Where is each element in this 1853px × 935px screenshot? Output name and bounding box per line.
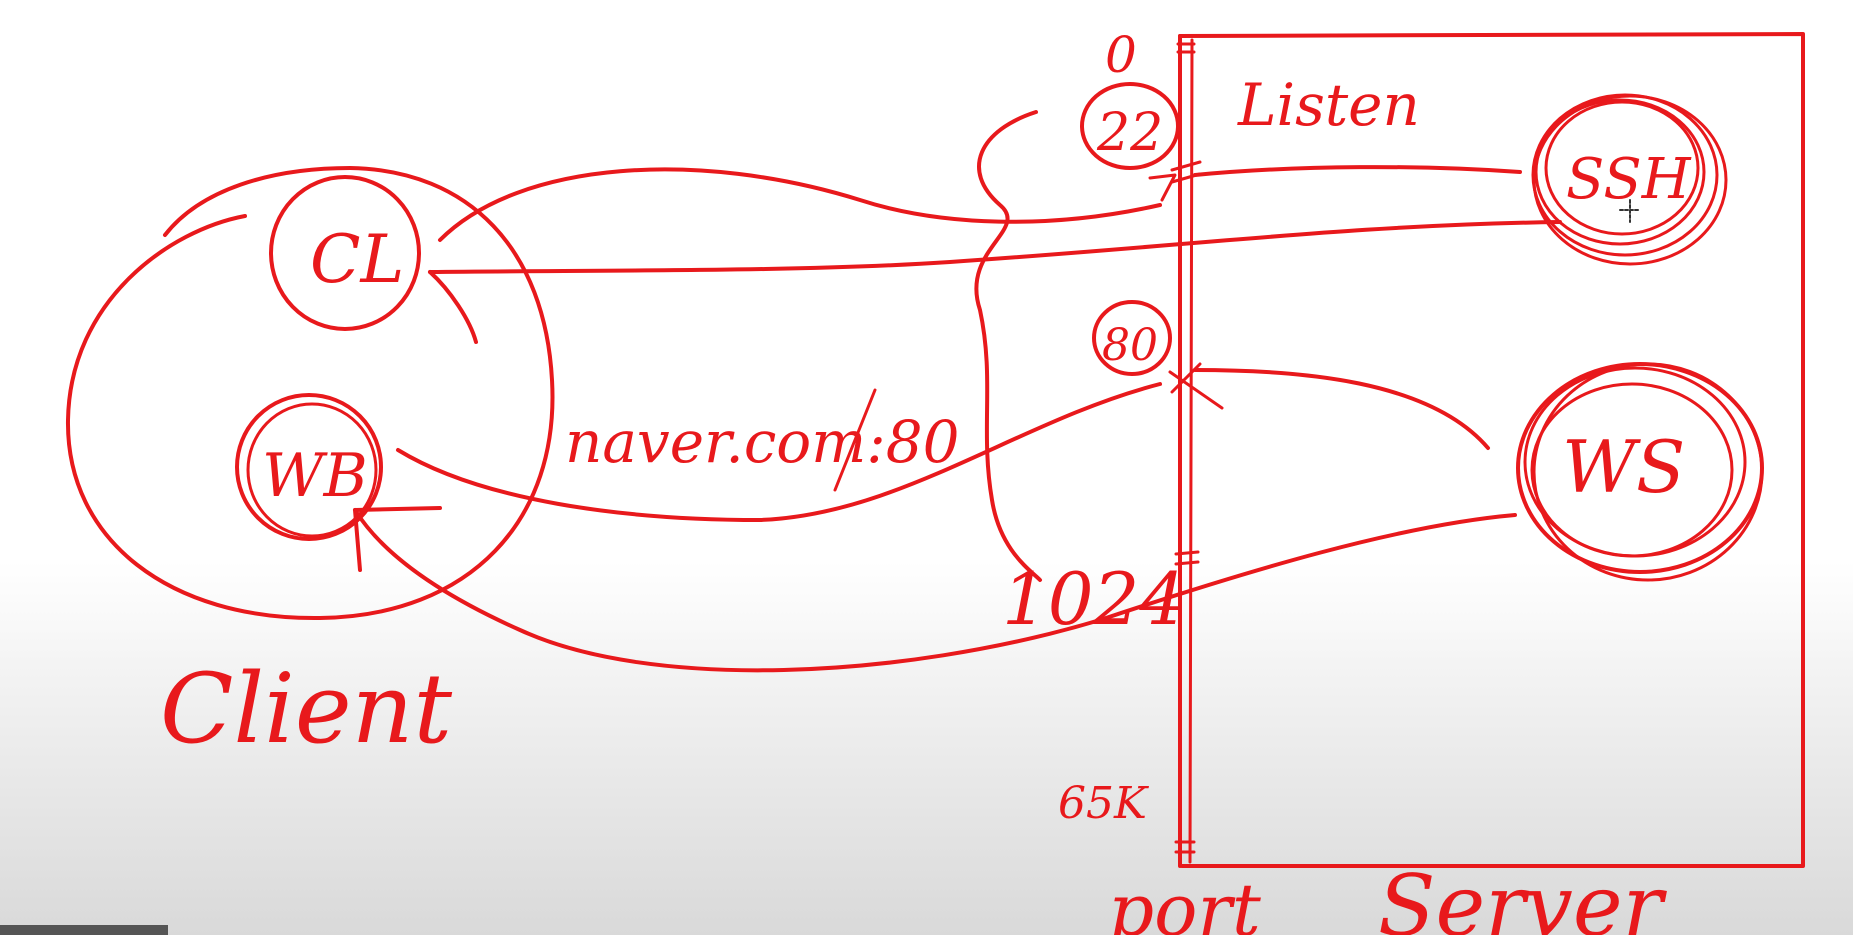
server-ssh-node: [1531, 93, 1728, 266]
video-progress-bar[interactable]: [0, 925, 168, 935]
listen-label: Listen: [1237, 71, 1420, 139]
port-65k-label: 65K: [1058, 778, 1149, 829]
connection-ws-to-wb: [353, 508, 1517, 673]
client-wb-node-inner: [246, 402, 378, 538]
server-box: [1178, 32, 1805, 868]
connection-cl-to-port-22: [438, 167, 1162, 242]
cursor-crosshair-icon: [1619, 199, 1641, 223]
connection-port-22-to-ssh: [1193, 165, 1522, 177]
client-boundary-circle: [65, 166, 555, 621]
port-label: port: [1108, 868, 1262, 935]
arrow-at-wb: [353, 506, 442, 572]
port-22-circle: [1080, 82, 1180, 170]
connection-port-80-to-ws: [1193, 368, 1490, 450]
port-tick-bottom: [1174, 840, 1196, 854]
naver-port-strike: [833, 388, 877, 492]
server-label: Server: [1378, 857, 1668, 935]
server-ws-label: WS: [1562, 425, 1685, 509]
server-ssh-label: SSH: [1566, 147, 1692, 212]
port-80-circle: [1092, 300, 1172, 376]
port-1024-label: 1024: [1002, 557, 1185, 641]
connection-wb-to-port-80: [396, 382, 1162, 522]
server-ws-node: [1516, 362, 1764, 582]
port-tick-top: [1176, 42, 1196, 54]
arrow-at-cl: [428, 270, 478, 344]
client-wb-node: [235, 393, 383, 541]
well-known-ports-bracket: [974, 110, 1042, 582]
port-80-label: 80: [1102, 320, 1158, 371]
connection-ssh-to-cl: [428, 220, 1562, 274]
client-cl-node: [269, 175, 421, 331]
port-zero-label: 0: [1105, 26, 1137, 84]
client-cl-label: CL: [310, 221, 404, 298]
port-tick-22: [1170, 160, 1202, 184]
arrow-at-port-22: [1148, 173, 1177, 202]
client-wb-label: WB: [262, 441, 368, 511]
naver-address-label: naver.com:80: [565, 408, 960, 476]
port-tick-1024: [1174, 550, 1200, 566]
port-22-label: 22: [1096, 103, 1163, 163]
client-label: Client: [160, 653, 453, 765]
